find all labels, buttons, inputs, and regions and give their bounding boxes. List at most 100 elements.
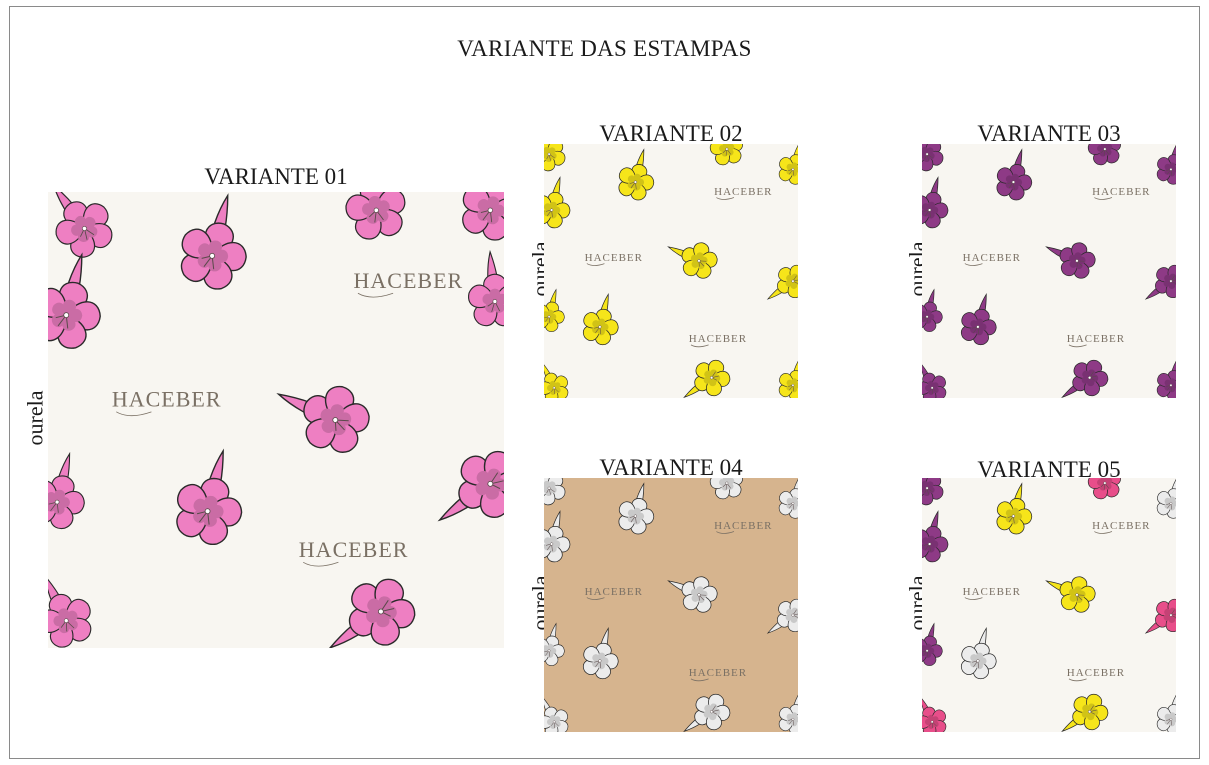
flower-motif bbox=[544, 361, 569, 398]
print-swatch-01: HACEBER HACEBER HACEBER bbox=[48, 192, 504, 648]
flower-motif bbox=[996, 482, 1033, 535]
brand-logo: HACEBER bbox=[1067, 667, 1124, 682]
flower-motif bbox=[544, 510, 571, 563]
flower-motif bbox=[1045, 242, 1096, 279]
flower-motif bbox=[276, 386, 370, 453]
flower-motif bbox=[922, 361, 947, 398]
flower-motif bbox=[667, 576, 718, 613]
flower-motif bbox=[683, 359, 731, 398]
brand-logo: HACEBER bbox=[714, 520, 772, 534]
brand-logo: HACEBER bbox=[1092, 520, 1150, 534]
flower-motif bbox=[922, 288, 943, 332]
flower-motif bbox=[922, 144, 944, 172]
flower-motif bbox=[48, 573, 92, 648]
flower-motif bbox=[778, 357, 798, 398]
flower-motif bbox=[544, 478, 566, 506]
print-swatch-04: HACEBER HACEBER HACEBER bbox=[544, 478, 798, 732]
flower-motif bbox=[1156, 144, 1176, 185]
svg-text:HACEBER: HACEBER bbox=[1067, 333, 1125, 345]
flower-motif bbox=[766, 264, 798, 300]
flower-motif bbox=[618, 482, 655, 535]
brand-logo: HACEBER bbox=[689, 667, 747, 682]
brand-logo: HACEBER bbox=[963, 586, 1021, 600]
svg-text:HACEBER: HACEBER bbox=[714, 520, 772, 532]
flower-motif bbox=[1156, 691, 1176, 732]
flower-motif bbox=[1061, 693, 1109, 732]
svg-text:HACEBER: HACEBER bbox=[112, 386, 222, 411]
flower-motif bbox=[778, 144, 798, 185]
brand-logo: HACEBER bbox=[963, 252, 1021, 266]
svg-text:HACEBER: HACEBER bbox=[299, 537, 409, 562]
svg-text:HACEBER: HACEBER bbox=[354, 268, 464, 293]
svg-text:HACEBER: HACEBER bbox=[689, 667, 747, 679]
flower-motif bbox=[1156, 478, 1176, 519]
flower-motif bbox=[181, 193, 247, 290]
flower-motif bbox=[961, 627, 997, 680]
svg-text:HACEBER: HACEBER bbox=[963, 252, 1021, 264]
flower-motif bbox=[1144, 598, 1176, 634]
flower-motif bbox=[462, 192, 504, 241]
svg-text:HACEBER: HACEBER bbox=[714, 186, 772, 198]
flower-motif bbox=[922, 510, 949, 563]
print-pattern: HACEBER HACEBER HACEBER bbox=[544, 144, 798, 398]
print-background bbox=[48, 192, 504, 648]
flower-motif bbox=[544, 622, 565, 666]
brand-logo: HACEBER bbox=[354, 268, 464, 298]
flower-motif bbox=[583, 293, 619, 346]
brand-logo: HACEBER bbox=[585, 586, 643, 600]
flower-motif bbox=[544, 176, 571, 229]
flower-motif bbox=[544, 695, 569, 732]
flower-motif bbox=[778, 691, 798, 732]
flower-motif bbox=[1087, 144, 1121, 166]
flower-motif bbox=[922, 478, 944, 506]
flower-motif bbox=[709, 478, 743, 500]
flower-motif bbox=[468, 249, 504, 327]
flower-motif bbox=[922, 176, 949, 229]
svg-text:HACEBER: HACEBER bbox=[689, 333, 747, 345]
brand-logo: HACEBER bbox=[112, 386, 222, 417]
print-swatch-03: HACEBER HACEBER HACEBER bbox=[922, 144, 1176, 398]
svg-text:HACEBER: HACEBER bbox=[963, 586, 1021, 598]
svg-text:HACEBER: HACEBER bbox=[1092, 186, 1150, 198]
brand-logo: HACEBER bbox=[1092, 186, 1150, 200]
flower-motif bbox=[345, 192, 406, 240]
flower-motif bbox=[1156, 357, 1176, 398]
variant-label-01: VARIANTE 01 bbox=[204, 164, 348, 189]
brand-logo: HACEBER bbox=[299, 537, 409, 567]
flower-motif bbox=[766, 598, 798, 634]
flower-motif bbox=[618, 148, 655, 201]
flower-motif bbox=[544, 288, 565, 332]
flower-motif bbox=[544, 144, 566, 172]
print-pattern: HACEBER HACEBER HACEBER bbox=[544, 478, 798, 732]
flower-motif bbox=[583, 627, 619, 680]
flower-motif bbox=[778, 478, 798, 519]
flower-motif bbox=[52, 192, 113, 258]
print-swatch-02: HACEBER HACEBER HACEBER bbox=[544, 144, 798, 398]
print-swatch-05: HACEBER HACEBER HACEBER bbox=[922, 478, 1176, 732]
flower-motif bbox=[1061, 359, 1109, 398]
flower-motif bbox=[1087, 478, 1121, 500]
selvage-label-01: ourela bbox=[22, 390, 48, 446]
flower-motif bbox=[922, 622, 943, 666]
variant-label-02: VARIANTE 02 bbox=[599, 121, 743, 146]
print-background bbox=[922, 478, 1176, 732]
print-background bbox=[922, 144, 1176, 398]
flower-motif bbox=[922, 695, 947, 732]
flower-motif bbox=[328, 578, 416, 648]
svg-text:HACEBER: HACEBER bbox=[585, 252, 643, 264]
print-pattern: HACEBER HACEBER HACEBER bbox=[48, 192, 504, 648]
flower-motif bbox=[709, 144, 743, 166]
print-background bbox=[544, 144, 798, 398]
svg-text:HACEBER: HACEBER bbox=[1092, 520, 1150, 532]
flower-motif bbox=[48, 451, 85, 530]
flower-motif bbox=[667, 242, 718, 279]
svg-text:HACEBER: HACEBER bbox=[585, 586, 643, 598]
flower-motif bbox=[996, 148, 1033, 201]
print-background bbox=[544, 478, 798, 732]
flower-motif bbox=[1144, 264, 1176, 300]
flower-motif bbox=[48, 252, 101, 349]
flower-motif bbox=[683, 693, 731, 732]
brand-logo: HACEBER bbox=[1067, 333, 1125, 348]
brand-logo: HACEBER bbox=[585, 252, 643, 266]
page-title: VARIANTE DAS ESTAMPAS bbox=[457, 36, 752, 61]
